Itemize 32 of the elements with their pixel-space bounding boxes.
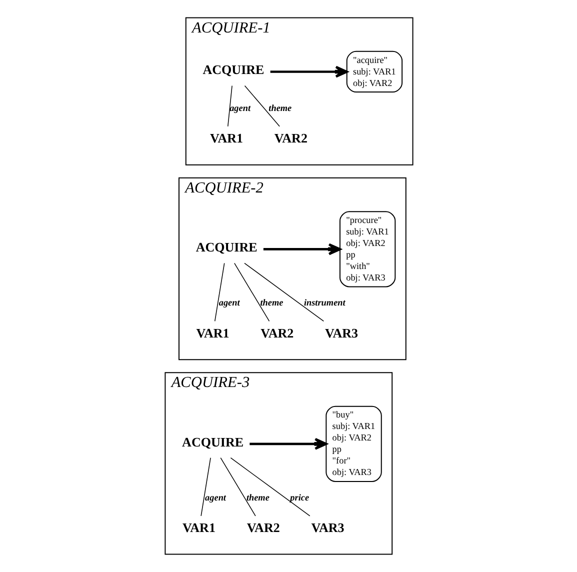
edge-label: price: [290, 492, 309, 502]
connector: [214, 262, 224, 322]
arrow: [249, 438, 327, 450]
node-text: VAR2: [274, 130, 307, 146]
node-text: VAR1: [210, 130, 243, 146]
node-text: VAR2: [260, 325, 294, 340]
node-text: ACQUIRE: [195, 240, 257, 255]
node-text: ACQUIRE: [202, 62, 264, 78]
node-text: VAR1: [196, 325, 229, 340]
connector: [234, 262, 270, 322]
node-text: VAR3: [324, 325, 358, 340]
connector: [200, 457, 210, 516]
edge-label: agent: [204, 492, 226, 502]
node-text: VAR3: [310, 520, 344, 536]
edge-label: agent: [218, 298, 240, 308]
arrow: [262, 243, 341, 256]
node-box: "acquire" subj: VAR1 obj: VAR2: [346, 50, 402, 93]
edge-label: instrument: [303, 298, 345, 308]
edge-label: theme: [260, 298, 283, 308]
arrow: [270, 66, 348, 78]
edge-label: theme: [268, 102, 292, 113]
connector: [220, 457, 256, 516]
connector: [244, 85, 280, 127]
node-text: VAR2: [246, 520, 280, 536]
connector: [244, 262, 324, 322]
node-text: ACQUIRE: [182, 434, 244, 450]
connector: [230, 457, 310, 516]
node-text: VAR1: [182, 520, 215, 536]
connector: [227, 85, 232, 127]
edge-label: theme: [246, 492, 269, 502]
node-box: "procure" subj: VAR1 obj: VAR2 pp "with" obj: VAR3: [338, 211, 396, 288]
node-box: "buy" subj: VAR1 obj: VAR2 pp "for" obj: VAR3: [325, 406, 382, 482]
